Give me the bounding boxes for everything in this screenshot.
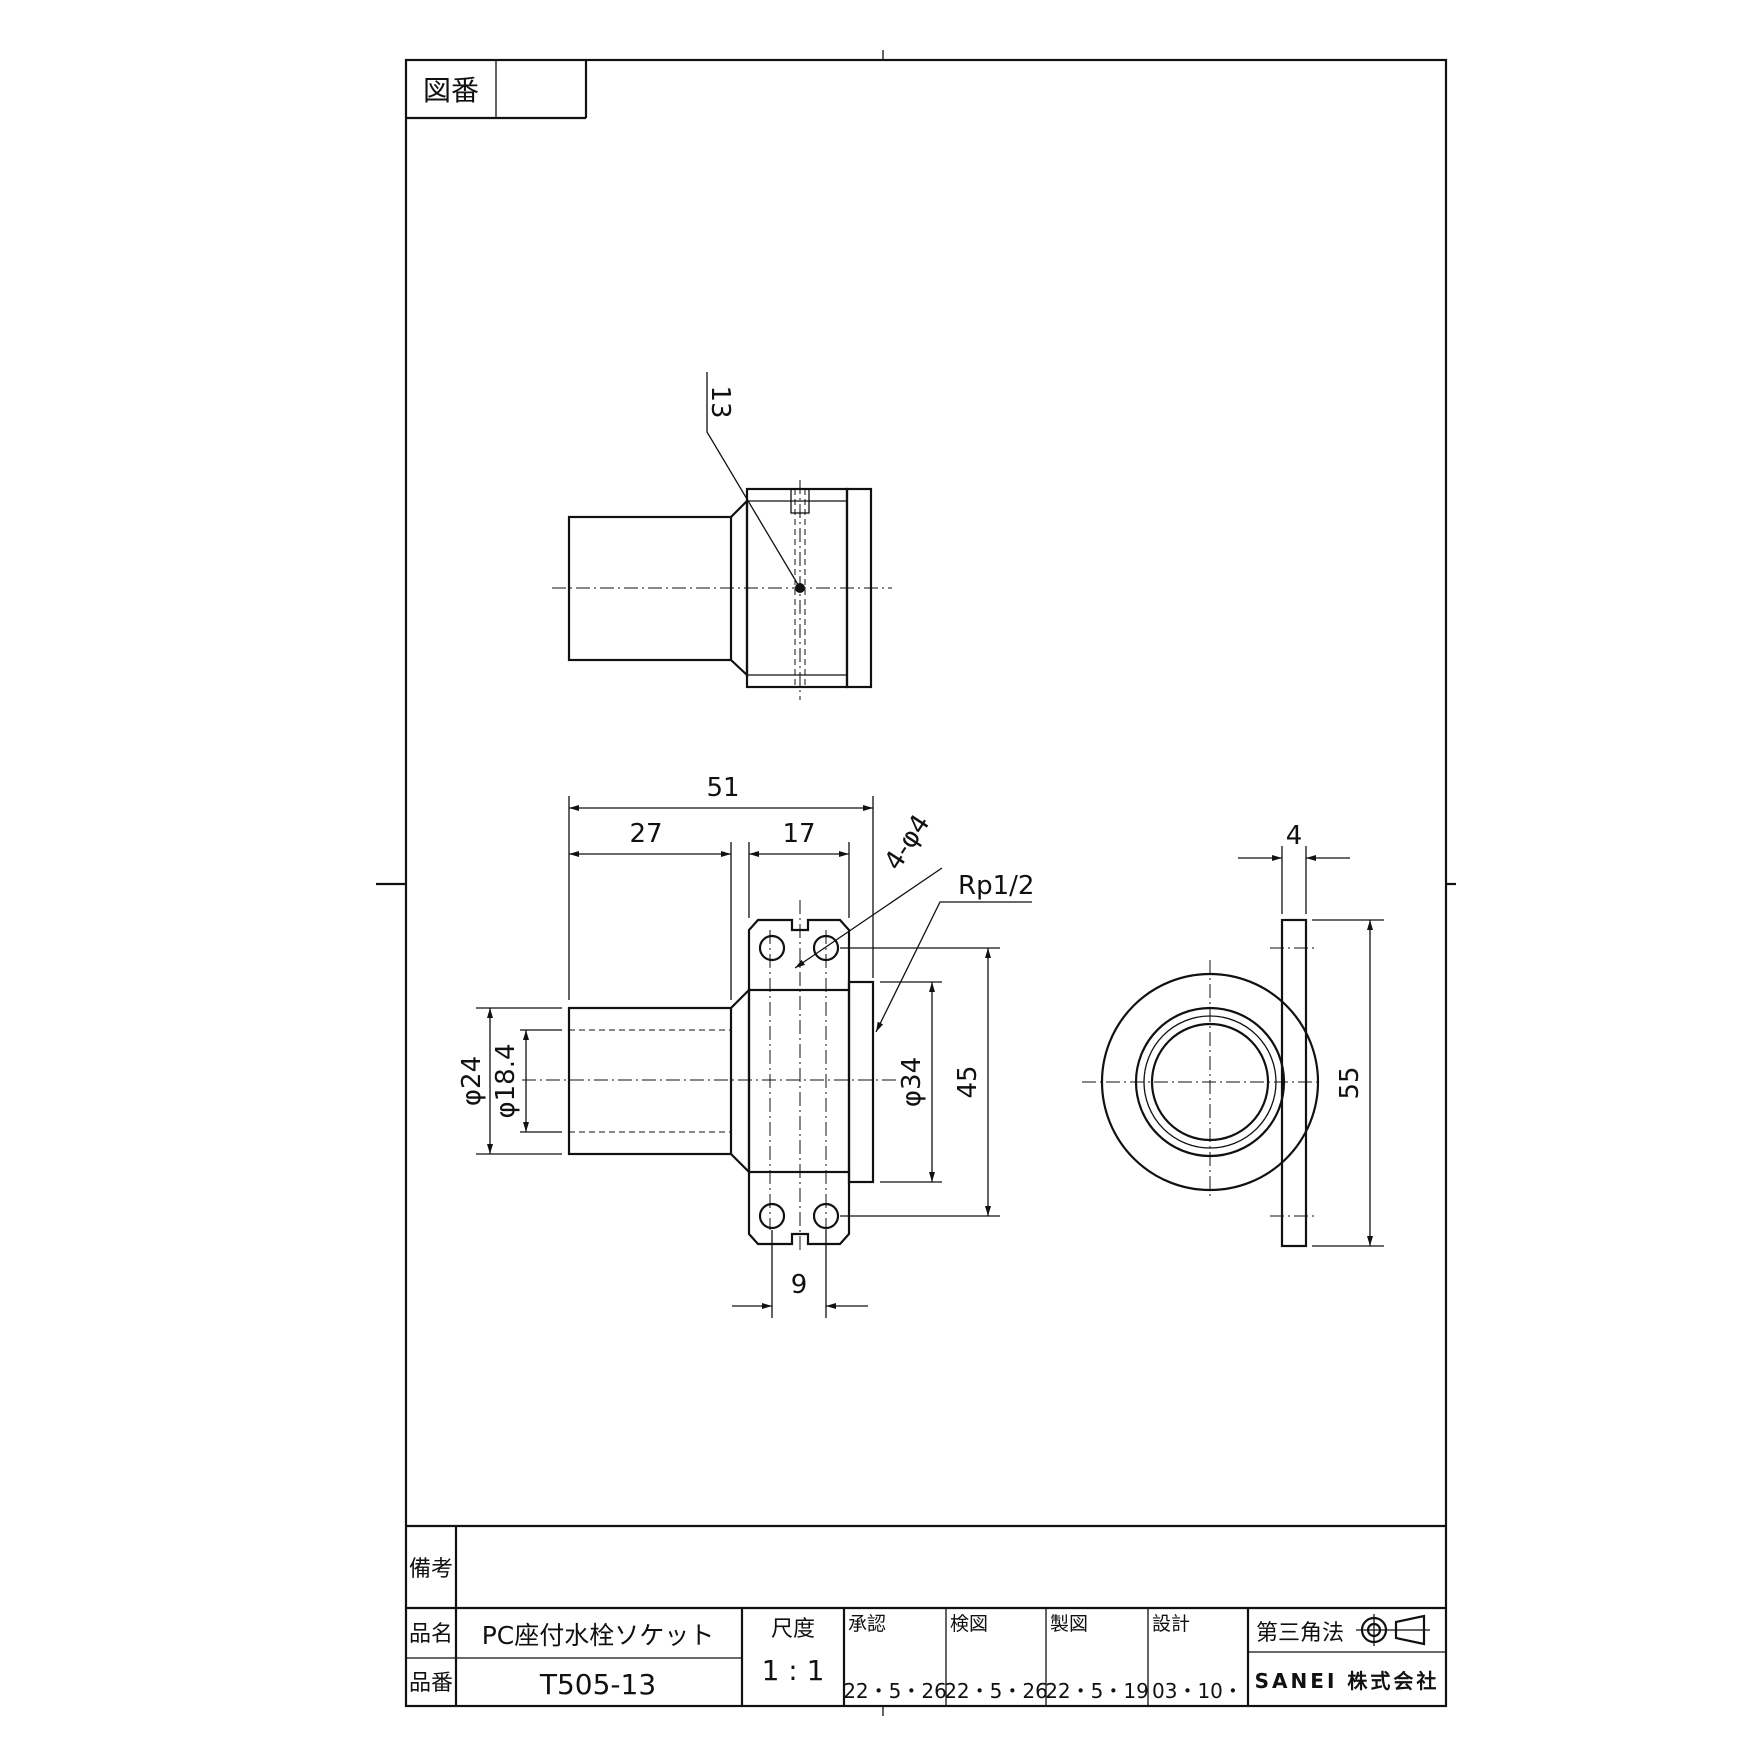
dim-hole-pitch-vertical: 45 (953, 1065, 983, 1098)
approve-date: 22・5・26 (843, 1679, 947, 1703)
name-label: 品名 (409, 1622, 453, 1647)
dim-od-spigot: φ24 (457, 1056, 487, 1106)
projection-label: 第三角法 (1256, 1621, 1344, 1646)
design-label: 設計 (1152, 1613, 1190, 1635)
dim-id-spigot: φ18.4 (491, 1043, 521, 1118)
front-dimensions: 51 27 17 4-φ4 Rp1/2 φ24 φ18.4 φ34 45 (457, 773, 1034, 1318)
side-dimensions: 4 55 (1238, 821, 1384, 1247)
approve-label: 承認 (848, 1613, 886, 1635)
dim-spigot-length: 27 (629, 819, 662, 849)
scale-value: 1 : 1 (762, 1654, 825, 1687)
check-date: 22・5・26 (944, 1679, 1048, 1703)
third-angle-projection-icon (1356, 1614, 1430, 1646)
front-view (522, 900, 900, 1250)
drawing-frame (376, 50, 1456, 1716)
dim-overall-length: 51 (706, 773, 739, 803)
side-view (1082, 918, 1320, 1248)
dim-thread: Rp1/2 (958, 871, 1034, 901)
dim-seat-diameter: φ34 (897, 1057, 927, 1107)
center-point (795, 583, 805, 593)
title-block: 備考 品名 PC座付水栓ソケット 品番 T505-13 尺度 1 : 1 承認 … (406, 1524, 1446, 1706)
draw-label: 製図 (1050, 1613, 1088, 1635)
dim-plate-height: 55 (1335, 1066, 1365, 1099)
top-view: 13 (552, 372, 892, 700)
remarks-label: 備考 (409, 1557, 453, 1582)
scale-label: 尺度 (771, 1617, 815, 1642)
dim-flange-width: 17 (782, 819, 815, 849)
dim-plate-thickness: 4 (1286, 821, 1303, 851)
draw-date: 22・5・19 (1045, 1679, 1149, 1703)
number-value: T505-13 (539, 1668, 656, 1701)
number-label: 品番 (409, 1671, 453, 1696)
leader-label-13: 13 (705, 385, 735, 418)
design-date: 03・10・ (1152, 1679, 1243, 1703)
dim-holes: 4-φ4 (879, 809, 937, 875)
drawing-number-label: 図番 (423, 74, 479, 107)
dim-hole-pitch-horizontal: 9 (791, 1270, 808, 1300)
drawing-number-box: 図番 (406, 60, 588, 120)
name-value: PC座付水栓ソケット (482, 1621, 715, 1650)
check-label: 検図 (950, 1613, 988, 1635)
company-name: SANEI 株式会社 (1255, 1669, 1440, 1693)
